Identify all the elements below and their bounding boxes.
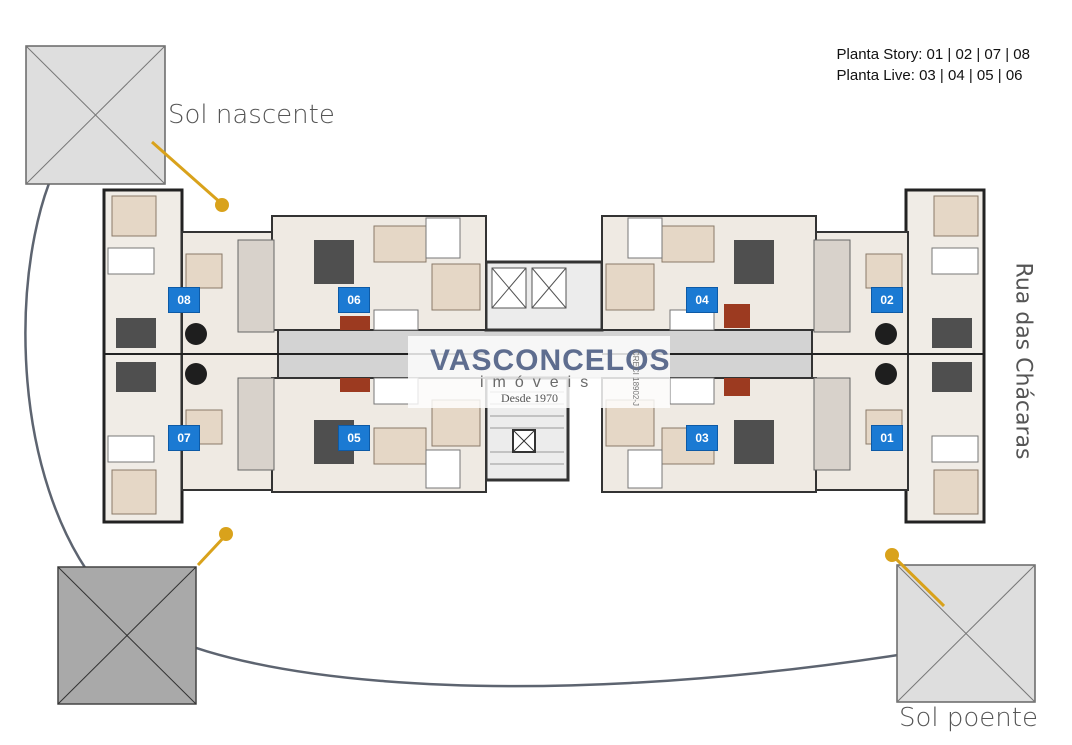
building-top-left [25,45,166,185]
unit-badge-01: 01 [871,425,903,451]
unit-badge-02: 02 [871,287,903,313]
sunset-marker-left [196,527,233,567]
unit-badge-06: 06 [338,287,370,313]
unit-badge-04: 04 [686,287,718,313]
sunset-label: Sol poente [899,703,1038,733]
logo-subtitle: imóveis [480,374,598,391]
street-label: Rua das Chácaras [1008,256,1038,466]
building-bottom-left [57,566,197,705]
floor-plan [102,188,986,524]
unit-badge-07: 07 [168,425,200,451]
unit-badge-05: 05 [338,425,370,451]
logo-since: Desde 1970 [501,391,558,405]
logo-creci: CRECI 18902-J [631,350,640,407]
sunset-marker-right [885,548,946,608]
sunrise-marker [151,140,229,212]
vasconcelos-logo: VASCONCELOS imóveis Desde 1970 CRECI 189… [408,336,670,408]
unit-badge-03: 03 [686,425,718,451]
legend-live: Planta Live: 03 | 04 | 05 | 06 [836,67,1023,84]
plan-legend: Planta Story: 01 | 02 | 07 | 08 Planta L… [837,44,1030,86]
legend-story: Planta Story: 01 | 02 | 07 | 08 [836,46,1030,63]
street-label-text: Rua das Chácaras [1010,262,1036,460]
sunrise-label: Sol nascente [168,100,335,130]
unit-badge-08: 08 [168,287,200,313]
building-bottom-right [896,564,1036,703]
logo-name: VASCONCELOS [430,344,671,377]
